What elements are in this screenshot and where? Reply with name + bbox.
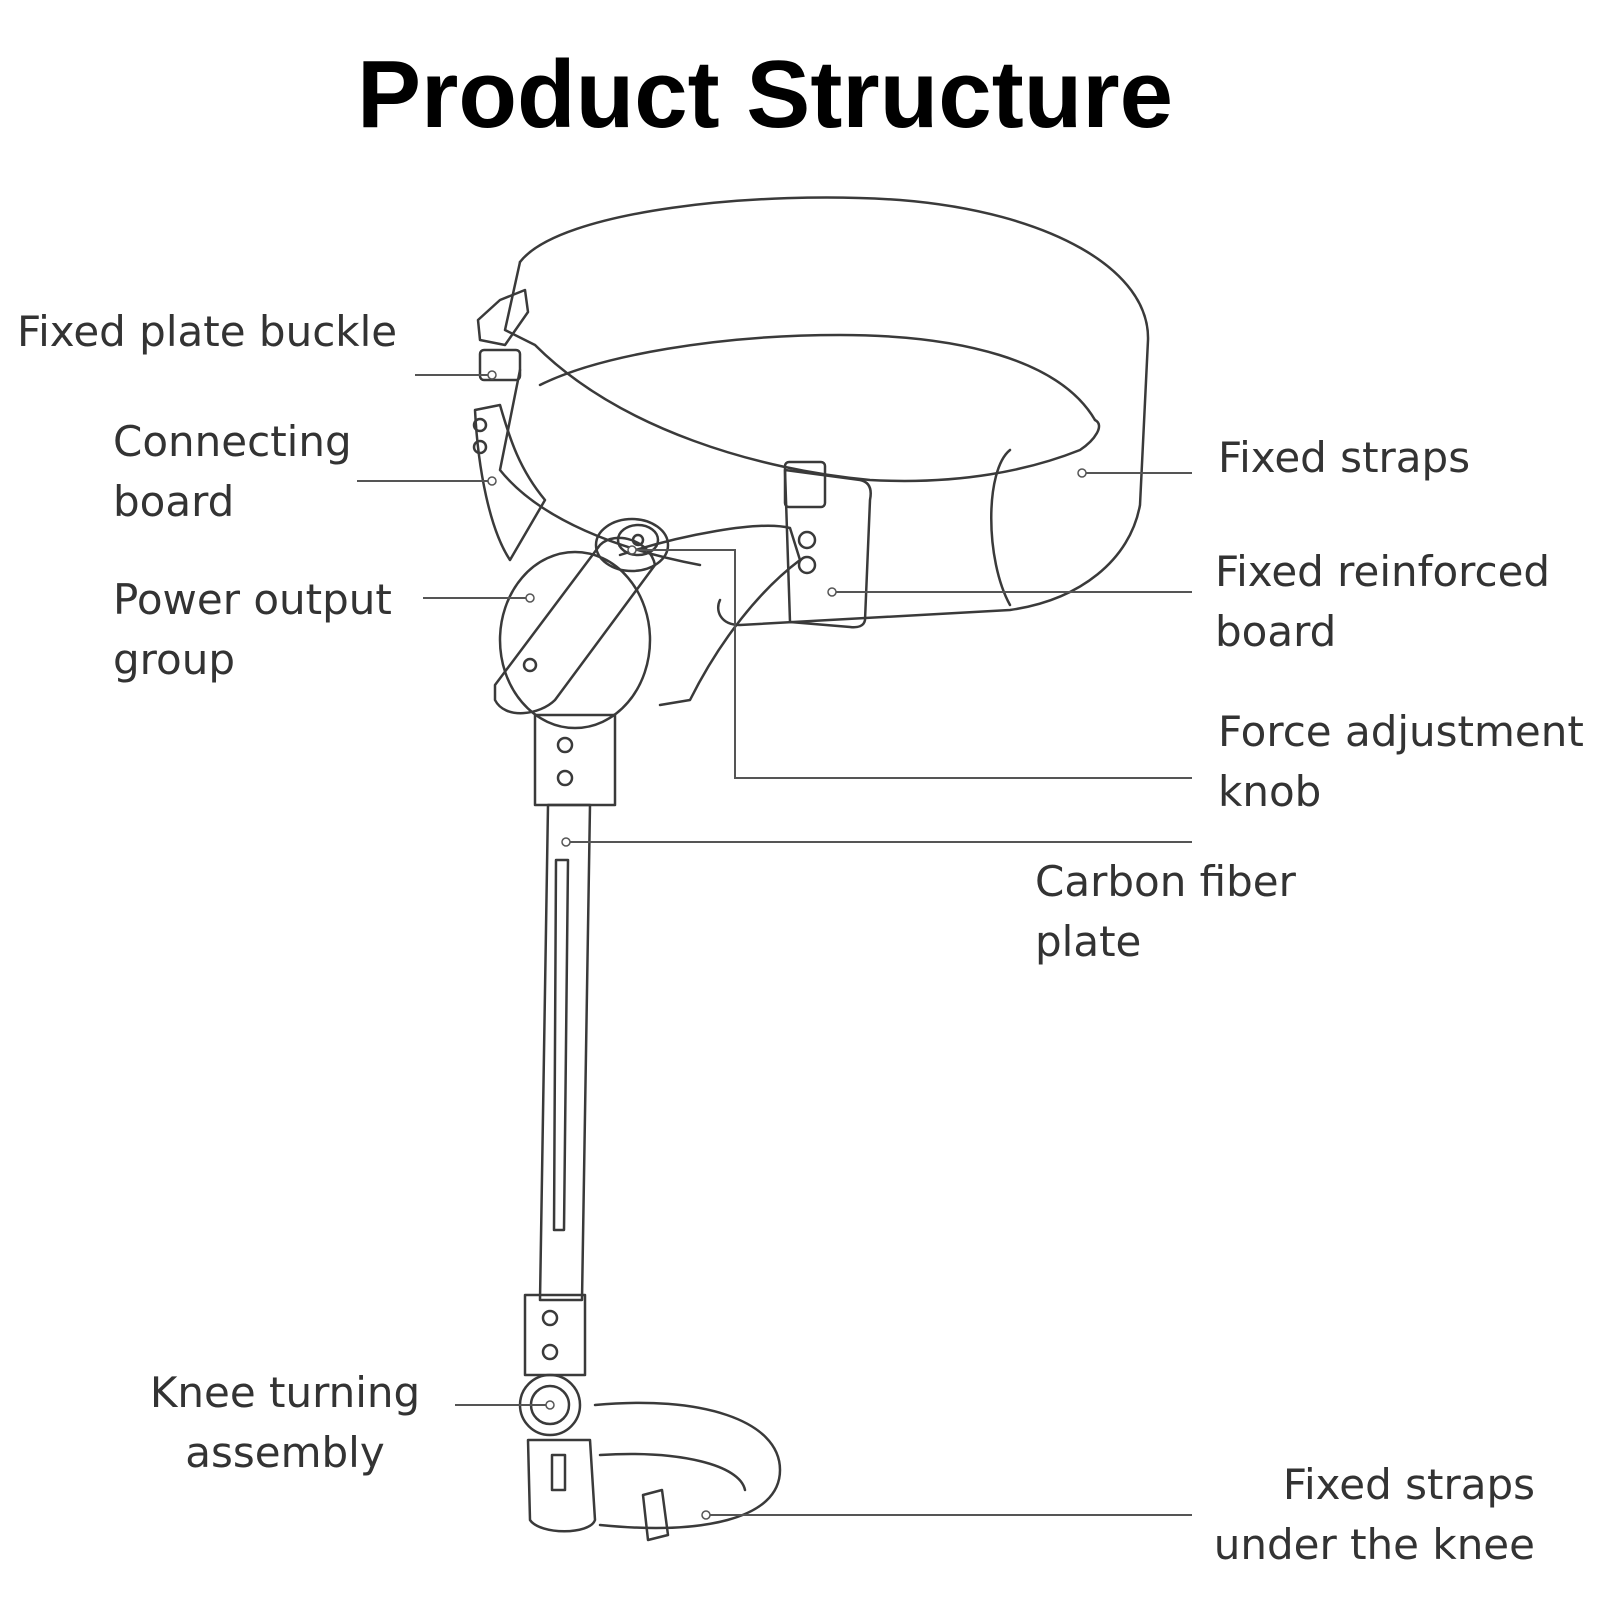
lower-strut-block [523, 1293, 587, 1377]
power-output-lever [493, 536, 657, 715]
label-text: plate [1035, 917, 1142, 966]
label-fixed-straps: Fixed straps [1218, 428, 1470, 488]
connecting-board-shape [473, 403, 547, 562]
waist-belt-inner-rim [538, 333, 1097, 422]
leader-force-adjustment [632, 549, 1192, 779]
label-text: Knee turning [149, 1368, 421, 1417]
label-power-output-group: Power output group [113, 570, 392, 690]
label-fixed-reinforced-board: Fixed reinforced board [1215, 542, 1550, 662]
force-adjustment-knob-shape [594, 517, 670, 573]
knee-strap-buckle [641, 1488, 670, 1542]
label-text: Fixed straps [1282, 1460, 1535, 1509]
label-connecting-board: Connecting board [113, 412, 352, 532]
waist-belt-lower-edge [498, 368, 702, 567]
label-text: under the knee [1213, 1520, 1535, 1569]
label-text: assembly [185, 1428, 385, 1477]
label-fixed-straps-under-knee: Fixed straps under the knee [1180, 1455, 1535, 1575]
label-text: board [113, 477, 235, 526]
buckle-plate [478, 348, 522, 382]
fixed-plate-buckle-shape [476, 288, 530, 347]
power-output-arm [618, 524, 802, 707]
page-title: Product Structure [356, 41, 1174, 148]
power-output-disk [498, 550, 652, 730]
carbon-fiber-plate-shape [538, 803, 592, 1302]
carbon-fiber-slot [552, 858, 570, 1232]
reinforced-board-clip [783, 460, 827, 509]
label-carbon-fiber-plate: Carbon fiber plate [1035, 852, 1296, 972]
label-text: Fixed reinforced [1215, 547, 1551, 596]
knee-strap-shape [593, 1401, 782, 1530]
label-text: Fixed straps [1218, 433, 1471, 482]
knee-joint-plate [526, 1438, 597, 1533]
label-text: group [113, 635, 235, 684]
label-fixed-plate-buckle: Fixed plate buckle [17, 302, 397, 362]
knee-slot [550, 1453, 567, 1492]
fixed-strap-overlap [990, 448, 1012, 607]
label-text: board [1215, 607, 1337, 656]
waist-belt-top-rim [518, 196, 1150, 627]
label-text: knob [1218, 767, 1322, 816]
label-text: Carbon fiber [1035, 857, 1296, 906]
label-text: Fixed plate buckle [17, 307, 398, 356]
fixed-reinforced-board-shape [783, 468, 872, 629]
label-text: Force adjustment [1218, 707, 1584, 756]
waist-belt-front-band [503, 260, 1101, 483]
label-text: Power output [113, 575, 392, 624]
label-force-adjustment-knob: Force adjustment knob [1218, 702, 1584, 822]
label-knee-turning-assembly: Knee turning assembly [140, 1363, 430, 1483]
label-text: Connecting [113, 417, 352, 466]
